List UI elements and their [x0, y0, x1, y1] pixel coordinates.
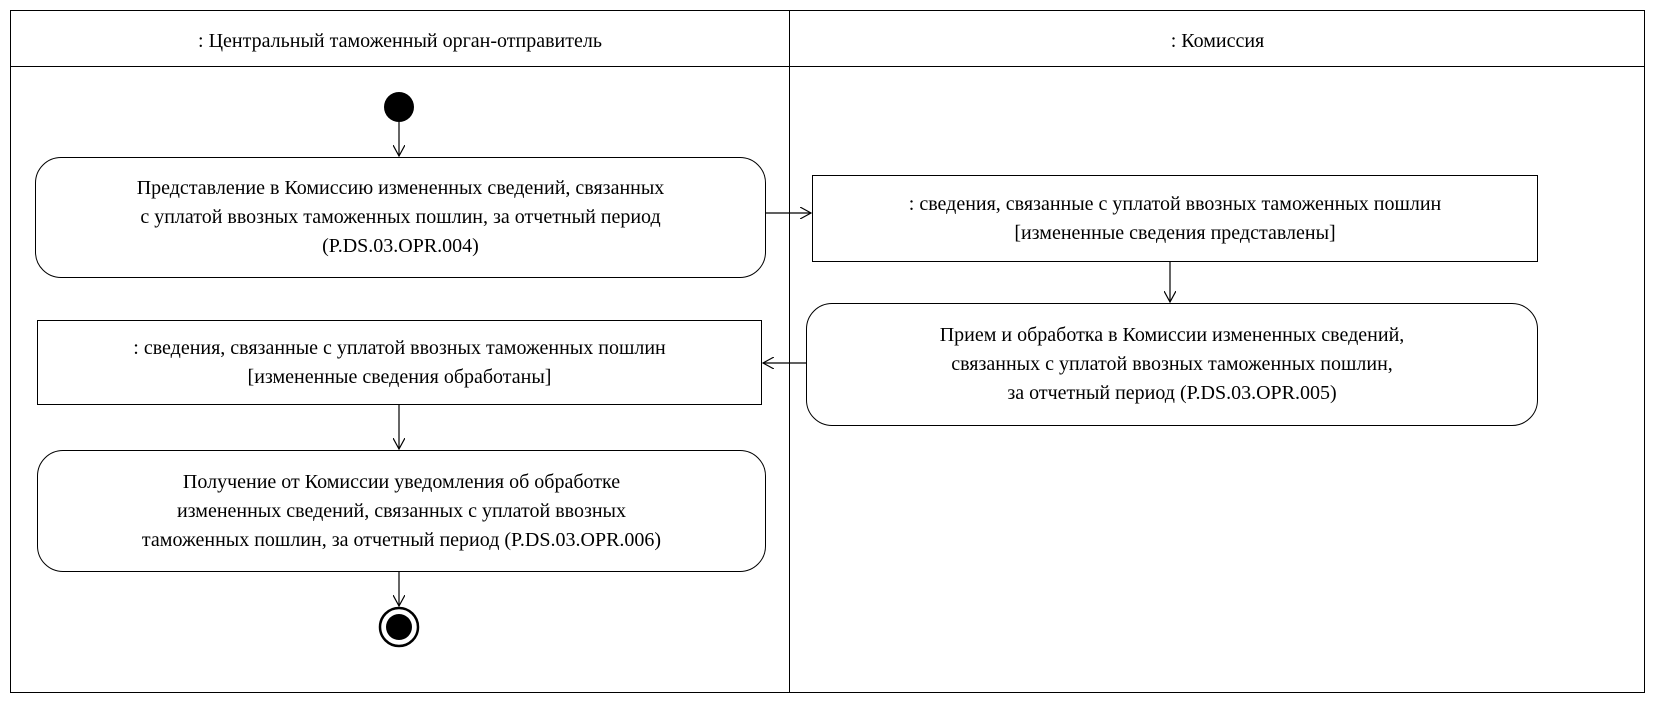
object-name: : сведения, связанные с уплатой ввозных …	[133, 336, 666, 359]
lane-title-commission: : Комиссия	[1170, 30, 1265, 52]
swimlane-frame	[10, 10, 1645, 693]
action-text: таможенных пошлин, за отчетный период (P…	[141, 528, 662, 551]
action-submit-changed-data: Представление в Комиссию измененных свед…	[35, 157, 766, 278]
object-state: [измененные сведения обработаны]	[247, 365, 552, 388]
action-receive-notification: Получение от Комиссии уведомления об обр…	[37, 450, 766, 572]
action-receive-process: Прием и обработка в Комиссии измененных …	[806, 303, 1538, 426]
object-name: : сведения, связанные с уплатой ввозных …	[908, 192, 1442, 215]
action-text: (P.DS.03.OPR.004)	[322, 235, 479, 257]
lane-title-sender: : Центральный таможенный орган-отправите…	[198, 30, 602, 52]
action-text: Получение от Комиссии уведомления об обр…	[182, 470, 621, 493]
lane-header-divider	[10, 66, 1645, 67]
lane-divider	[789, 10, 790, 693]
final-node	[378, 606, 420, 648]
action-text: измененных сведений, связанных с уплатой…	[176, 499, 626, 522]
action-text: связанных с уплатой ввозных таможенных п…	[951, 353, 1393, 375]
object-state: [измененные сведения представлены]	[1014, 221, 1336, 244]
action-text: за отчетный период (P.DS.03.OPR.005)	[1007, 382, 1337, 404]
object-data-processed: : сведения, связанные с уплатой ввозных …	[37, 320, 762, 405]
action-text: Прием и обработка в Комиссии измененных …	[939, 324, 1405, 346]
object-data-submitted: : сведения, связанные с уплатой ввозных …	[812, 175, 1538, 262]
action-text: с уплатой ввозных таможенных пошлин, за …	[140, 206, 661, 228]
initial-node	[384, 92, 414, 122]
action-text: Представление в Комиссию измененных свед…	[136, 177, 665, 199]
